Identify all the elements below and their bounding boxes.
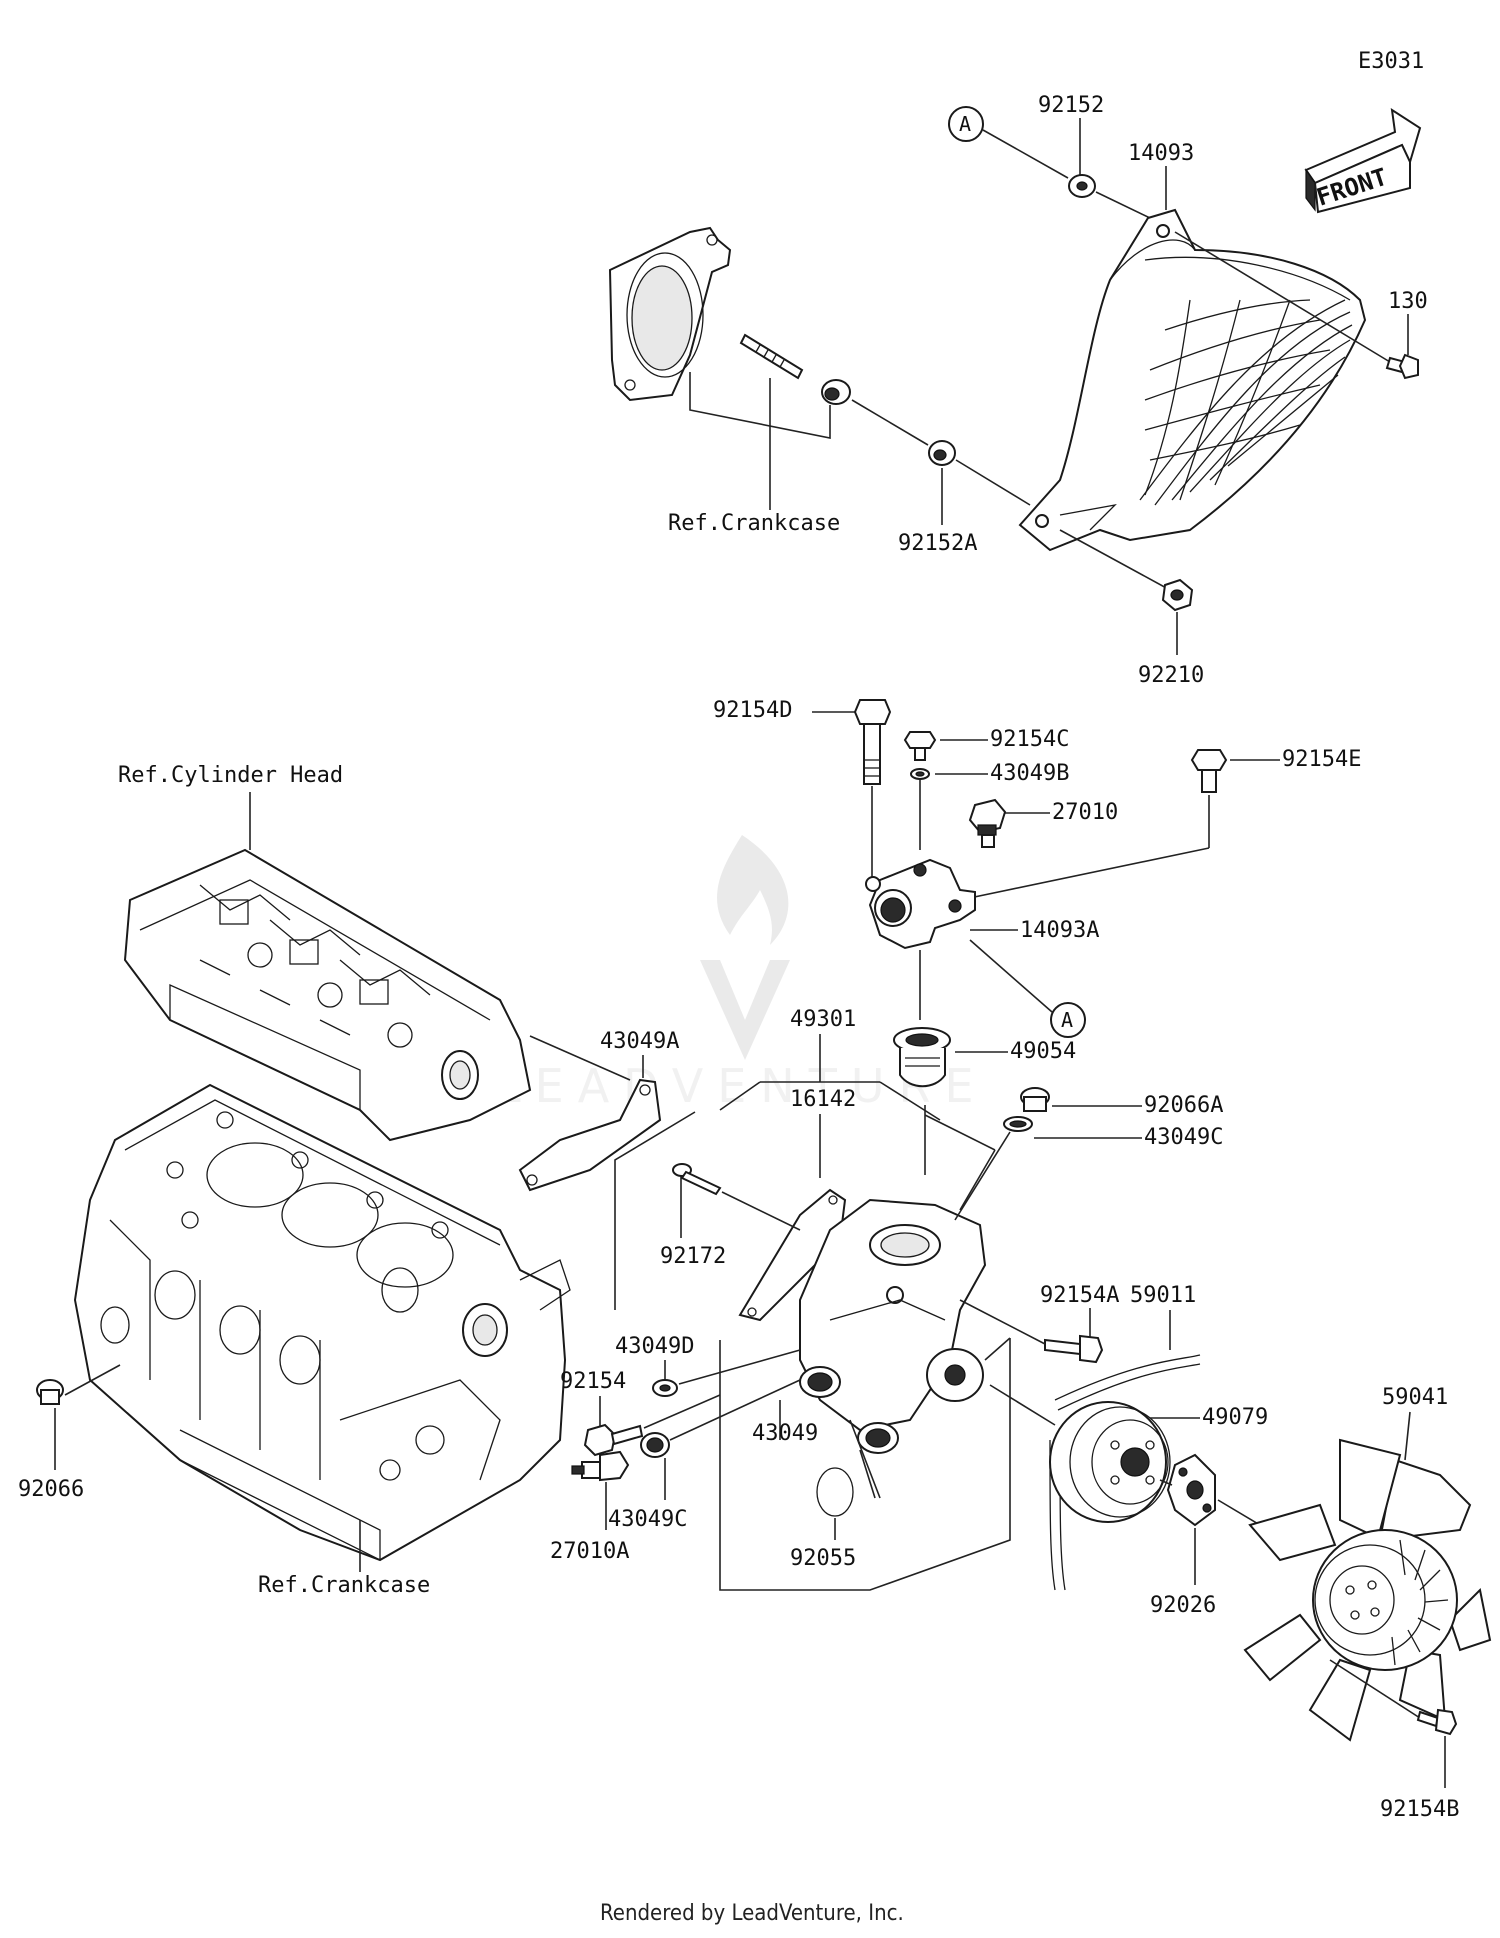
nut-ref-crankcase (821, 379, 851, 405)
shroud-grille (1139, 299, 1353, 506)
label-92210: 92210 (1138, 663, 1204, 688)
o-ring-92055 (816, 1467, 854, 1517)
washer-43049c-top (1003, 1116, 1033, 1132)
label-49079: 49079 (1202, 1405, 1268, 1430)
label-92154a: 92154A (1040, 1283, 1119, 1308)
label-130: 130 (1388, 289, 1428, 314)
label-49054: 49054 (1010, 1039, 1076, 1064)
label-92154b: 92154B (1380, 1797, 1459, 1822)
washer-43049d (652, 1379, 678, 1397)
watermark-text: LEADVENTURE (495, 1059, 988, 1113)
label-43049: 43049 (752, 1421, 818, 1446)
svg-text:A: A (1061, 1008, 1073, 1032)
label-59041: 59041 (1382, 1385, 1448, 1410)
label-14093: 14093 (1128, 141, 1194, 166)
front-arrow: FRONT (1304, 107, 1422, 214)
callout-a-top: A (948, 106, 984, 142)
bolt-92154e (1190, 749, 1228, 793)
watermark-logo: LEADVENTURE (495, 835, 988, 1113)
label-43049b: 43049B (990, 761, 1069, 786)
washer-43049b (910, 768, 930, 780)
spacer-92026 (1166, 1453, 1216, 1527)
label-43049d: 43049D (615, 1334, 694, 1359)
sensor-27010 (968, 798, 1007, 848)
thermostat-49054 (893, 1027, 951, 1088)
ref-cylinder-head: Ref.Cylinder Head (118, 763, 343, 788)
fan-shroud-14093 (1018, 208, 1367, 552)
cooling-fan-59041 (1243, 1438, 1492, 1742)
gasket-16142 (738, 1188, 847, 1322)
bolt-92154d (853, 699, 892, 785)
label-92066a: 92066A (1144, 1093, 1223, 1118)
cylinder-head (123, 848, 532, 1142)
plug-92066 (36, 1379, 64, 1405)
label-92172: 92172 (660, 1244, 726, 1269)
label-59011: 59011 (1130, 1283, 1196, 1308)
label-43049a: 43049A (600, 1029, 679, 1054)
bolt-130 (1385, 353, 1419, 380)
nut-92210 (1161, 578, 1194, 612)
label-92154e: 92154E (1282, 747, 1361, 772)
label-27010a: 27010A (550, 1539, 629, 1564)
bolt-92154a (1044, 1334, 1104, 1364)
washer-43049c-bottom (640, 1432, 670, 1458)
label-43049c-bottom: 43049C (608, 1507, 687, 1532)
diagram-code: E3031 (1358, 49, 1424, 74)
engine-block (73, 1083, 571, 1562)
label-92152: 92152 (1038, 93, 1104, 118)
label-92154d: 92154D (713, 698, 792, 723)
stud-bolt (739, 333, 804, 380)
crankcase-flange-top (608, 226, 732, 402)
label-92154c: 92154C (990, 727, 1069, 752)
callout-a-mid: A (1050, 1002, 1086, 1038)
footer-credit: Rendered by LeadVenture, Inc. (600, 1901, 904, 1926)
nut-92152 (1068, 174, 1096, 198)
label-92152a: 92152A (898, 531, 977, 556)
label-27010: 27010 (1052, 800, 1118, 825)
thermostat-cover-14093a (865, 858, 976, 950)
label-92026: 92026 (1150, 1593, 1216, 1618)
bolt-92154 (583, 1423, 644, 1457)
label-92154: 92154 (560, 1369, 626, 1394)
nut-92152a (928, 440, 956, 466)
label-92055: 92055 (790, 1546, 856, 1571)
label-92066: 92066 (18, 1477, 84, 1502)
label-49301: 49301 (790, 1007, 856, 1032)
ref-crankcase-top: Ref.Crankcase (668, 511, 840, 536)
bolt-92154b (1416, 1708, 1458, 1736)
gasket-43049a (518, 1078, 662, 1192)
label-43049c-top: 43049C (1144, 1125, 1223, 1150)
bolt-92154c (903, 731, 937, 761)
screw-92172 (672, 1163, 722, 1196)
plug-92066a (1020, 1087, 1050, 1112)
pulley-49079 (1049, 1401, 1171, 1523)
ref-crankcase-bottom: Ref.Crankcase (258, 1573, 430, 1598)
label-14093a: 14093A (1020, 918, 1099, 943)
water-pump-housing (799, 1198, 987, 1454)
sensor-27010a (571, 1450, 630, 1482)
svg-text:A: A (959, 112, 971, 136)
label-16142: 16142 (790, 1087, 856, 1112)
